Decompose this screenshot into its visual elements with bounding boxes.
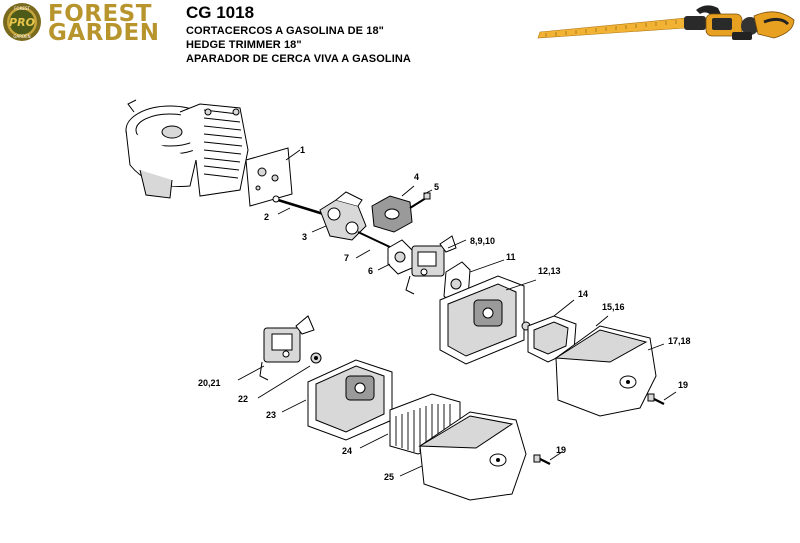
callout-8-9-10: 8,9,10 xyxy=(470,236,495,246)
callout-3: 3 xyxy=(302,232,307,242)
part-22-gasket xyxy=(257,352,322,399)
callout-15-16: 15,16 xyxy=(602,302,625,312)
callout-4: 4 xyxy=(414,172,419,182)
brand-forest: FOREST xyxy=(48,1,152,27)
callout-23: 23 xyxy=(266,410,276,420)
brand-garden: GARDEN xyxy=(48,20,160,46)
callout-12-13: 12,13 xyxy=(538,266,561,276)
callout-1: 1 xyxy=(300,145,305,155)
callout-25: 25 xyxy=(384,472,394,482)
callout-14: 14 xyxy=(578,289,588,299)
callout-17-18: 17,18 xyxy=(668,336,691,346)
badge-ring-bottom: GARDEN xyxy=(13,34,30,39)
model-number: CG 1018 xyxy=(186,3,255,22)
part-25-cover xyxy=(399,411,527,501)
part-20-21-carburetor xyxy=(237,315,315,381)
part-6-gasket xyxy=(377,239,413,275)
description-pt: APARADOR DE CERCA VIVA A GASOLINA xyxy=(186,53,411,65)
callout-20-21: 20,21 xyxy=(198,378,221,388)
part-5-screw xyxy=(409,189,433,209)
part-12-13-filter-base xyxy=(439,275,537,365)
part-23-filter-base xyxy=(281,359,393,441)
brand-logo: PRO FOREST GARDEN FOREST GARDEN xyxy=(0,0,170,48)
callout-19-b: 19 xyxy=(556,445,566,455)
part-8-9-10-carburetor xyxy=(405,235,467,295)
callout-19-a: 19 xyxy=(678,380,688,390)
badge-text: PRO xyxy=(9,16,35,29)
hedge-trimmer-photo xyxy=(537,5,795,40)
callout-24: 24 xyxy=(342,446,352,456)
callout-11: 11 xyxy=(506,252,516,262)
part-19-screw-a xyxy=(647,391,677,405)
part-4-spacer xyxy=(371,185,415,233)
badge-ring-top: FOREST xyxy=(14,6,30,11)
part-3-manifold xyxy=(311,191,367,241)
part-17-18-cover xyxy=(554,315,665,417)
header: CG 1018 CORTACERCOS A GASOLINA DE 18" HE… xyxy=(186,0,411,66)
callout-5: 5 xyxy=(434,182,439,192)
part-1-gasket xyxy=(245,147,301,207)
engine-block xyxy=(125,99,249,199)
pro-badge-icon: PRO FOREST GARDEN xyxy=(3,3,41,41)
part-19-screw-b xyxy=(533,451,563,465)
description-en: HEDGE TRIMMER 18" xyxy=(186,39,302,51)
callout-2: 2 xyxy=(264,212,269,222)
callout-7: 7 xyxy=(344,253,349,263)
callout-6: 6 xyxy=(368,266,373,276)
description-es: CORTACERCOS A GASOLINA DE 18" xyxy=(186,25,384,37)
callout-22: 22 xyxy=(238,394,248,404)
